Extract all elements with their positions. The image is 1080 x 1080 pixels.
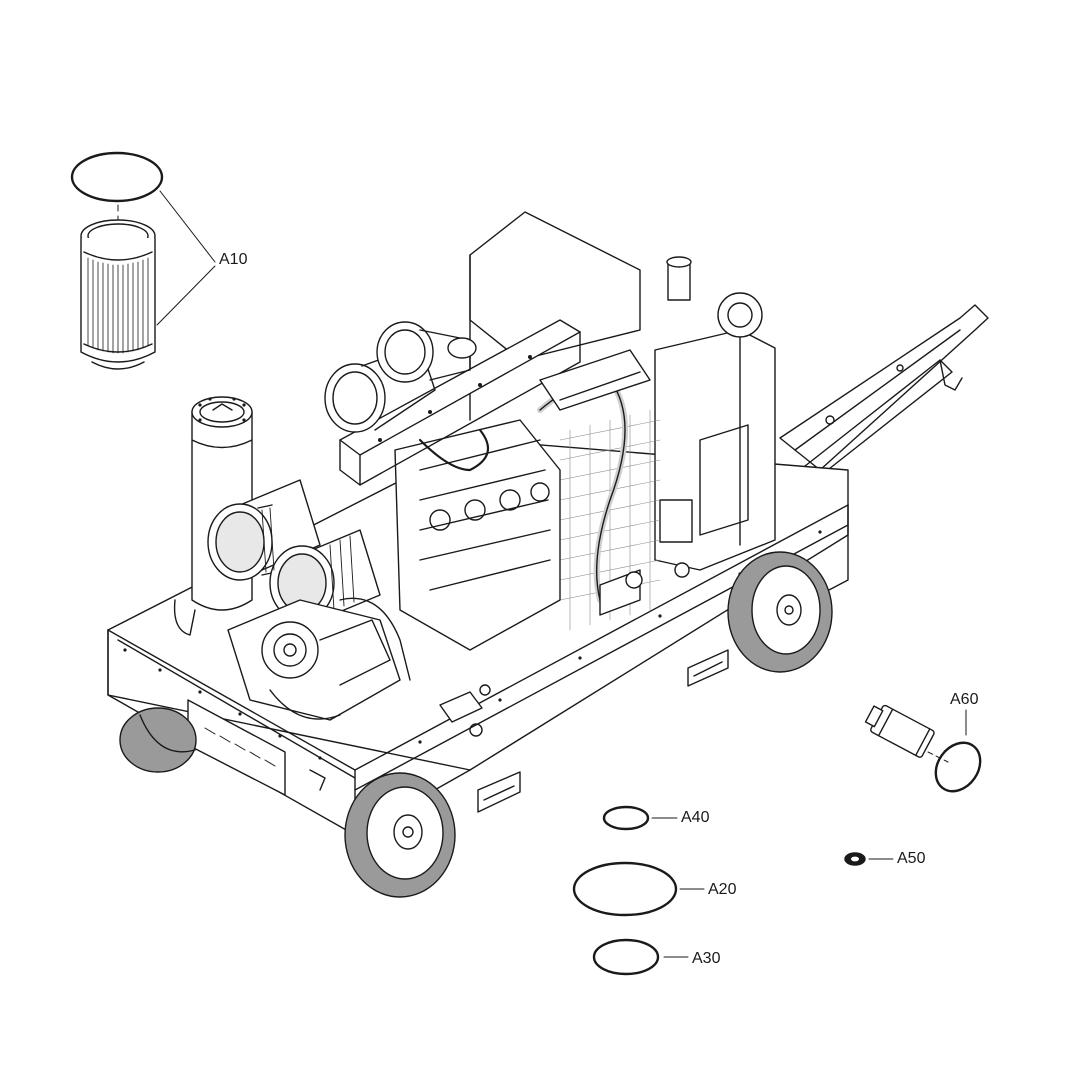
air-filter-rear bbox=[324, 321, 477, 433]
callout-a20: A20 bbox=[708, 881, 737, 898]
wheel-front-left bbox=[344, 772, 456, 898]
callout-a30: A30 bbox=[692, 950, 721, 967]
callout-a60: A60 bbox=[950, 691, 979, 708]
airend bbox=[227, 597, 411, 721]
part-a60-filter-assembly bbox=[864, 704, 982, 793]
tow-bar bbox=[779, 304, 989, 481]
part-a10-o-ring bbox=[70, 151, 164, 203]
callout-a40: A40 bbox=[681, 809, 710, 826]
part-a20-o-ring bbox=[572, 861, 705, 917]
control-box bbox=[439, 562, 690, 737]
part-a50-seal-washer bbox=[844, 852, 894, 866]
wheel-rear-left bbox=[119, 707, 197, 773]
lifting-beam bbox=[339, 319, 651, 486]
part-a10-filter-assembly bbox=[70, 151, 216, 370]
callout-a50: A50 bbox=[897, 850, 926, 867]
machine-compressor-unit bbox=[107, 211, 989, 898]
part-a40-o-ring bbox=[602, 805, 678, 831]
air-filter-front bbox=[207, 479, 381, 621]
part-a10-filter-element bbox=[80, 219, 156, 370]
part-a30-o-ring bbox=[592, 938, 689, 976]
cooler-housing bbox=[469, 211, 776, 631]
callout-a10: A10 bbox=[219, 251, 248, 268]
wheel-front-right bbox=[727, 551, 833, 673]
part-a60-ring bbox=[934, 741, 982, 793]
